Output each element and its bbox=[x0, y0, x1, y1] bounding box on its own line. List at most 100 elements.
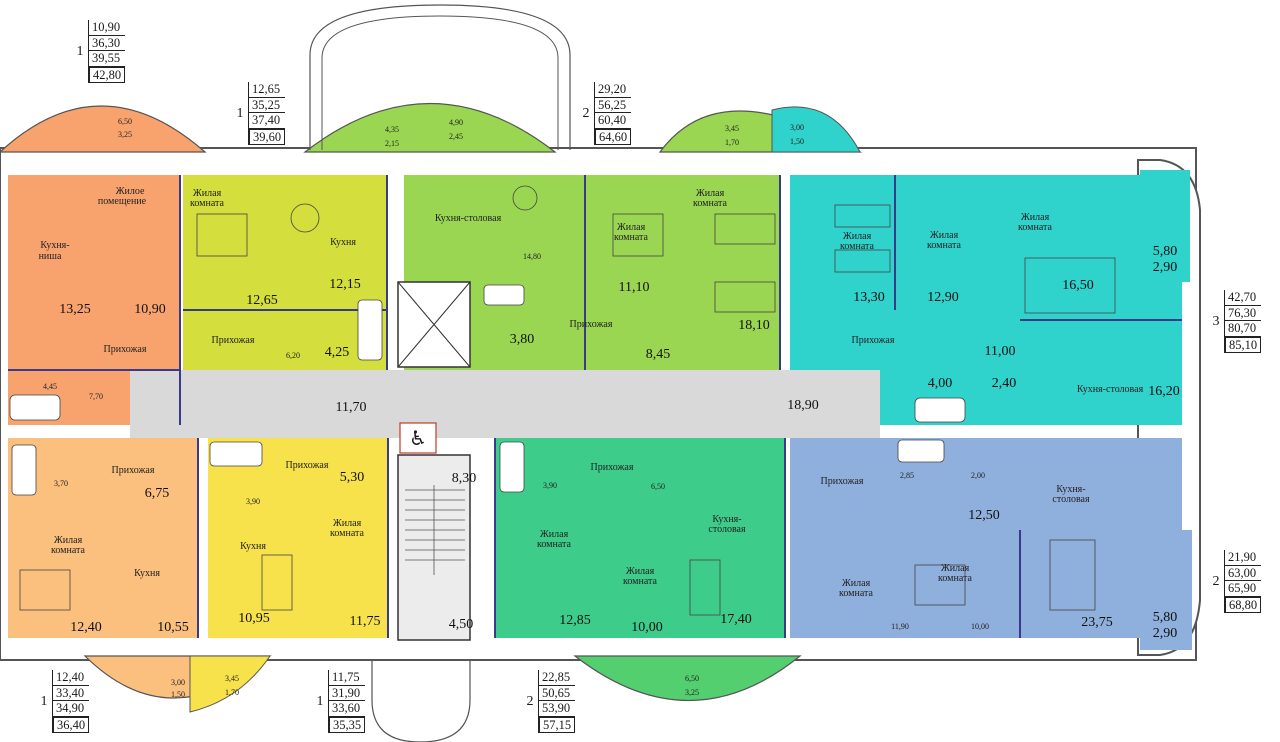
room-label: Кухня- bbox=[40, 240, 70, 251]
room-label: Жилое bbox=[115, 186, 145, 197]
room-label: комната bbox=[938, 573, 972, 584]
room-area: 10,00 bbox=[971, 622, 989, 631]
room-label: Жилая bbox=[929, 230, 959, 241]
room-count: 2 bbox=[1212, 573, 1220, 589]
room-label: Прихожая bbox=[285, 460, 329, 471]
net-area: 63,00 bbox=[1225, 566, 1262, 581]
apartment-summary-5: 2 21,90 63,00 65,90 68,80 bbox=[1208, 550, 1262, 613]
apt-blue bbox=[790, 438, 1182, 638]
balcony-area: 1,50 bbox=[171, 690, 185, 699]
room-label: комната bbox=[190, 198, 224, 209]
room-label: Прихожая bbox=[569, 319, 613, 330]
living-area: 29,20 bbox=[595, 82, 632, 98]
room-label: Прихожая bbox=[111, 465, 155, 476]
room-label: Прихожая bbox=[211, 335, 255, 346]
room-area: 14,80 bbox=[523, 252, 541, 261]
apt-teal-wing bbox=[1140, 170, 1190, 282]
apartment-summary-1: 1 10,90 36,30 39,55 42,80 bbox=[72, 20, 126, 83]
wheelchair-icon: ♿ bbox=[409, 426, 427, 450]
net-area: 31,90 bbox=[329, 686, 366, 701]
room-label: комната bbox=[927, 240, 961, 251]
room-label: помещение bbox=[97, 196, 147, 207]
room-area: 10,00 bbox=[631, 620, 663, 635]
room-area: 11,10 bbox=[618, 280, 650, 295]
room-area: 12,50 bbox=[968, 508, 1000, 523]
apt-green bbox=[495, 438, 785, 638]
net-area: 56,25 bbox=[595, 98, 632, 113]
balcony-area: 1,70 bbox=[225, 688, 239, 697]
room-area: 8,45 bbox=[645, 347, 671, 362]
room-area: 3,80 bbox=[509, 332, 535, 347]
living-area: 10,90 bbox=[89, 20, 126, 36]
balcony-area: 3,45 bbox=[725, 124, 739, 133]
room-label: Жилая bbox=[332, 518, 362, 529]
room-area: 6,75 bbox=[144, 486, 170, 501]
room-count: 1 bbox=[316, 693, 324, 709]
room-label: комната bbox=[840, 241, 874, 252]
room-area: 16,50 bbox=[1062, 278, 1094, 293]
room-label: Кухня bbox=[134, 568, 160, 579]
living-area: 12,65 bbox=[249, 82, 286, 98]
room-label: Жилая bbox=[625, 566, 655, 577]
balcony-area: 4,35 bbox=[385, 125, 399, 134]
reduced-area: 39,55 bbox=[89, 51, 126, 67]
room-label: Жилая bbox=[841, 578, 871, 589]
room-area: 3,70 bbox=[54, 479, 68, 488]
balcony-area: 4,90 bbox=[449, 118, 463, 127]
room-area: 5,80 bbox=[1152, 244, 1178, 259]
room-area: 17,40 bbox=[720, 612, 752, 627]
room-area: 2,00 bbox=[971, 471, 985, 480]
balcony-area: 2,15 bbox=[385, 139, 399, 148]
room-area: 2,40 bbox=[991, 376, 1017, 391]
room-area: 7,70 bbox=[89, 392, 103, 401]
room-area: 10,95 bbox=[238, 611, 270, 626]
apartment-summary-3: 2 29,20 56,25 60,40 64,60 bbox=[578, 82, 632, 145]
room-label: Кухня bbox=[330, 237, 356, 248]
room-area: 6,20 bbox=[286, 351, 300, 360]
corridor bbox=[130, 370, 880, 438]
apartment-summary-2: 1 12,65 35,25 37,40 39,60 bbox=[232, 82, 286, 145]
net-area: 33,40 bbox=[53, 686, 90, 701]
top-right-bay-teal bbox=[771, 106, 861, 153]
total-area: 35,35 bbox=[329, 716, 366, 733]
room-area: 2,90 bbox=[1152, 260, 1178, 275]
room-area: 16,20 bbox=[1148, 384, 1180, 399]
room-label: Жилая bbox=[842, 231, 872, 242]
room-area: 2,85 bbox=[900, 471, 914, 480]
room-area: 10,55 bbox=[157, 620, 189, 635]
room-label: комната bbox=[1018, 222, 1052, 233]
room-area: 10,90 bbox=[134, 302, 166, 317]
room-label: комната bbox=[839, 588, 873, 599]
total-area: 39,60 bbox=[249, 128, 286, 145]
reduced-area: 60,40 bbox=[595, 113, 632, 129]
room-area: 23,75 bbox=[1081, 615, 1113, 630]
room-area: 4,50 bbox=[448, 617, 474, 632]
room-area: 12,90 bbox=[927, 290, 959, 305]
room-label: комната bbox=[614, 232, 648, 243]
apartment-summary-6: 1 12,40 33,40 34,90 36,40 bbox=[36, 670, 90, 733]
room-label: Кухня- bbox=[712, 514, 742, 525]
apt-yellow bbox=[208, 438, 388, 638]
room-count: 2 bbox=[526, 693, 534, 709]
room-count: 3 bbox=[1212, 313, 1220, 329]
room-label: Прихожая bbox=[103, 344, 147, 355]
room-label: Прихожая bbox=[820, 476, 864, 487]
total-area: 68,80 bbox=[1225, 596, 1262, 613]
balcony-area: 3,00 bbox=[171, 678, 185, 687]
reduced-area: 80,70 bbox=[1225, 321, 1262, 337]
room-area: 5,30 bbox=[339, 470, 365, 485]
room-count: 1 bbox=[236, 105, 244, 121]
top-entry-loop bbox=[309, 4, 571, 150]
living-area: 12,40 bbox=[53, 670, 90, 686]
total-area: 57,15 bbox=[539, 716, 576, 733]
room-label: Жилая bbox=[616, 222, 646, 233]
living-area: 11,75 bbox=[329, 670, 366, 686]
room-label: комната bbox=[693, 198, 727, 209]
room-label: Кухня-столовая bbox=[1076, 384, 1144, 395]
reduced-area: 33,60 bbox=[329, 701, 366, 717]
reduced-area: 65,90 bbox=[1225, 581, 1262, 597]
balcony-area: 1,50 bbox=[790, 137, 804, 146]
reduced-area: 37,40 bbox=[249, 113, 286, 129]
room-label: Жилая bbox=[53, 535, 83, 546]
